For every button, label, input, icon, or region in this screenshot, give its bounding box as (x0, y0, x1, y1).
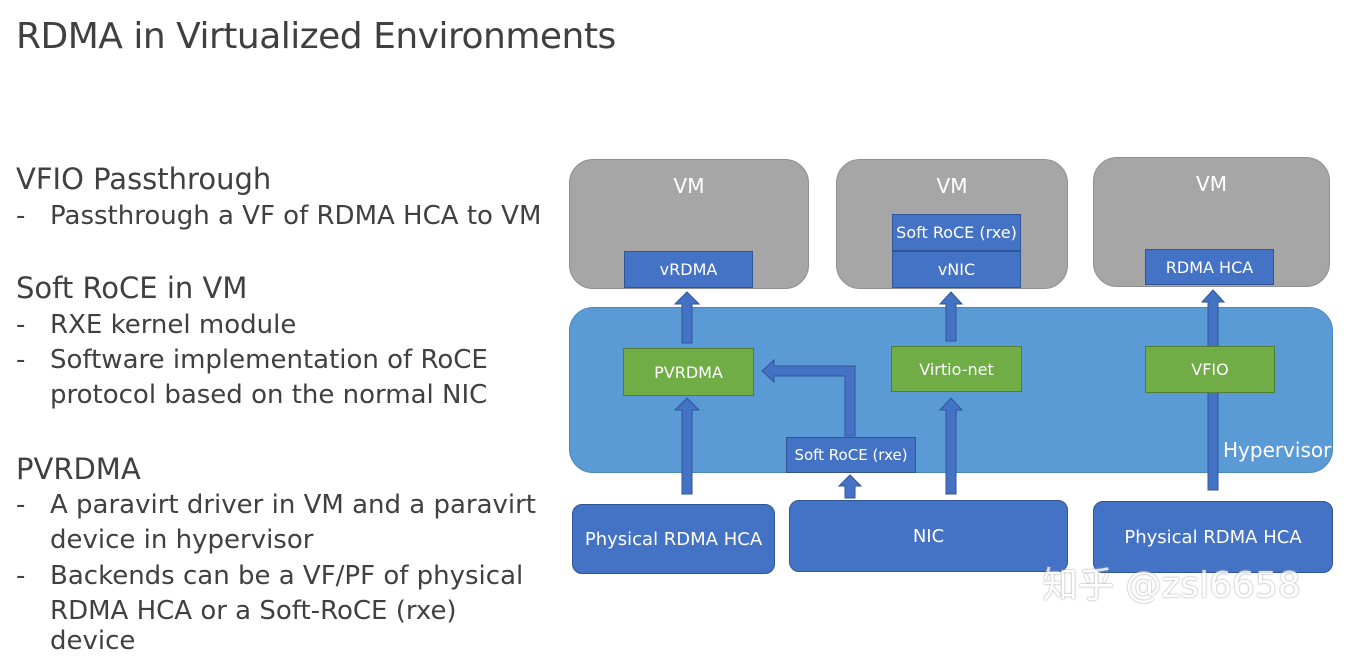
vm-device-rdma-hca: RDMA HCA (1145, 249, 1274, 285)
component-virtio-net: Virtio-net (891, 346, 1022, 392)
bullet-dash: - (16, 310, 26, 340)
bullet-text: RXE kernel module (50, 310, 297, 340)
section-vfio-bullet-1: -Passthrough a VF of RDMA HCA to VM (16, 201, 541, 231)
bullet-dash: - (16, 345, 26, 375)
component-vfio: VFIO (1145, 346, 1275, 393)
vm-device-vnic: vNIC (892, 251, 1021, 288)
bullet-text: A paravirt driver in VM and a paravirt (50, 490, 537, 520)
hardware-nic: NIC (789, 500, 1068, 572)
section-pvrdma-bullet-1: -A paravirt driver in VM and a paravirt … (16, 490, 537, 555)
vm-device-vrdma: vRDMA (624, 251, 753, 288)
bullet-dash: - (16, 201, 26, 231)
hypervisor-label: Hypervisor (1223, 438, 1332, 462)
bullet-text-continued: RDMA HCA or a Soft-RoCE (rxe) device (50, 596, 457, 656)
bullet-text: Passthrough a VF of RDMA HCA to VM (50, 201, 542, 231)
bullet-text-continued: device in hypervisor (50, 525, 314, 555)
page-title: RDMA in Virtualized Environments (16, 16, 616, 57)
section-softroce-bullet-1: -RXE kernel module (16, 310, 296, 340)
arrow-softroce-to-pvrdma (761, 358, 856, 437)
component-softroce: Soft RoCE (rxe) (786, 437, 916, 473)
watermark: 知乎 @zsl6658 (1042, 565, 1301, 606)
section-softroce-heading: Soft RoCE in VM (16, 271, 248, 305)
arrow-nic-to-virtionet (938, 397, 964, 495)
section-pvrdma-bullet-2: -Backends can be a VF/PF of physical RDM… (16, 561, 524, 656)
arrow-hca-to-pvrdma (673, 397, 701, 495)
hardware-physical-rdma-hca-2: Physical RDMA HCA (1093, 501, 1333, 573)
bullet-text: Backends can be a VF/PF of physical (50, 561, 524, 591)
bullet-text-continued: protocol based on the normal NIC (50, 380, 488, 410)
arrow-nic-to-softroce (837, 474, 863, 499)
bullet-dash: - (16, 490, 26, 520)
vm-device-softroce: Soft RoCE (rxe) (892, 214, 1021, 251)
section-softroce-bullet-2: -Software implementation of RoCE protoco… (16, 345, 488, 410)
bullet-text: Software implementation of RoCE (50, 345, 488, 375)
hardware-physical-rdma-hca-1: Physical RDMA HCA (572, 504, 775, 574)
arrow-virtionet-to-vnic (938, 291, 964, 342)
section-pvrdma-heading: PVRDMA (16, 452, 141, 486)
arrow-pvrdma-to-vrdma (673, 291, 701, 344)
component-pvrdma: PVRDMA (623, 348, 754, 396)
section-vfio-heading: VFIO Passthrough (16, 162, 272, 196)
vm-box-1: VM (569, 159, 809, 289)
bullet-dash: - (16, 561, 26, 591)
